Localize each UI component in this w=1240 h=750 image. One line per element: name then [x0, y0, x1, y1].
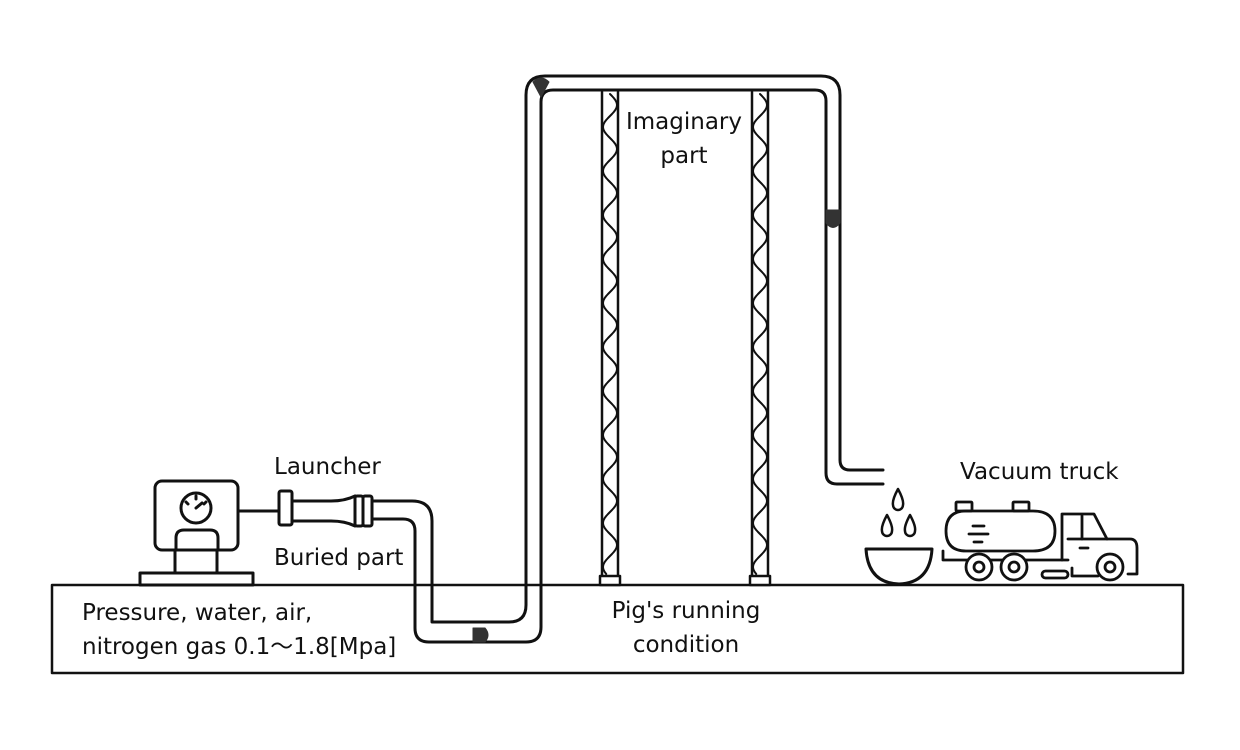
imaginary-column-right [748, 90, 772, 587]
wavy-line-left [602, 93, 618, 575]
vacuum-truck-icon [941, 500, 1139, 582]
pig-running-label-line1: Pig's running [611, 598, 761, 624]
pressure-label-line2: nitrogen gas 0.1〜1.8[Mpa] [82, 634, 397, 660]
imaginary-column-left [598, 90, 622, 587]
buried-part-label: Buried part [274, 545, 404, 571]
imaginary-part-label: Imaginary part [614, 105, 754, 173]
imaginary-part-label-line2: part [660, 143, 708, 169]
pressure-medium-label: Pressure, water, air, nitrogen gas 0.1〜1… [82, 596, 396, 664]
water-drops-icon [880, 487, 917, 538]
launcher-label: Launcher [274, 454, 381, 480]
imaginary-part-label-line1: Imaginary [625, 109, 742, 135]
pig-marker-bottom [472, 627, 489, 643]
pipeline-outer-wall [370, 74, 885, 624]
wavy-line-right [752, 93, 768, 575]
vacuum-truck-label: Vacuum truck [960, 459, 1119, 485]
pig-marker-top-left [532, 77, 550, 98]
pipeline-inner-wall [370, 88, 885, 644]
bowl-icon [864, 547, 934, 586]
pig-running-condition-label: Pig's running condition [596, 594, 776, 662]
pig-marker-right [825, 209, 841, 228]
compressor-icon [138, 479, 280, 587]
pig-running-label-line2: condition [632, 632, 740, 658]
launcher-icon [277, 489, 374, 528]
pressure-label-line1: Pressure, water, air, [82, 600, 313, 626]
ground-block [50, 583, 1185, 675]
